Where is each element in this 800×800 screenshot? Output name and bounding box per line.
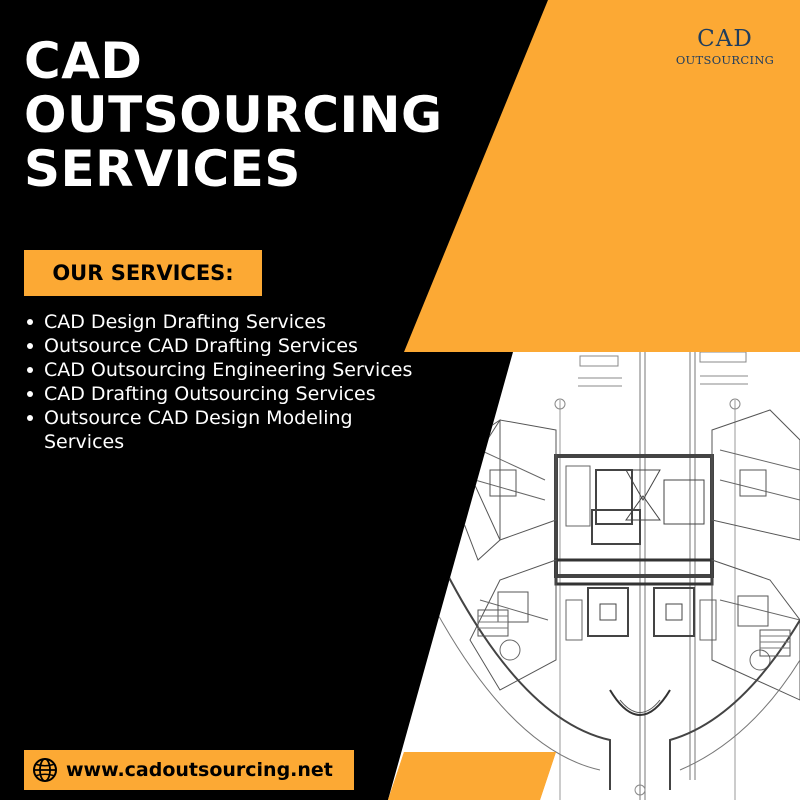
services-list: CAD Design Drafting Services Outsource C… <box>24 310 414 454</box>
page-title: CAD OUTSOURCING SERVICES <box>24 34 443 196</box>
orange-band <box>404 0 800 352</box>
logo-main-text: CAD <box>697 26 753 52</box>
services-heading: OUR SERVICES: <box>24 250 262 296</box>
orange-corner-overlay <box>388 752 556 800</box>
title-line-3: SERVICES <box>24 140 301 198</box>
logo-sub-text: OUTSOURCING <box>675 53 775 67</box>
title-line-2: OUTSOURCING <box>24 86 443 144</box>
title-line-1: CAD <box>24 32 143 90</box>
list-item: Outsource CAD Drafting Services <box>24 334 414 358</box>
brand-logo: CAD OUTSOURCING <box>660 26 790 68</box>
list-item: CAD Drafting Outsourcing Services <box>24 382 414 406</box>
list-item: CAD Design Drafting Services <box>24 310 414 334</box>
globe-icon <box>33 758 57 782</box>
website-url[interactable]: www.cadoutsourcing.net <box>66 759 333 781</box>
website-link[interactable]: www.cadoutsourcing.net <box>24 750 354 790</box>
list-item: Outsource CAD Design Modeling Services <box>24 406 414 454</box>
list-item: CAD Outsourcing Engineering Services <box>24 358 414 382</box>
